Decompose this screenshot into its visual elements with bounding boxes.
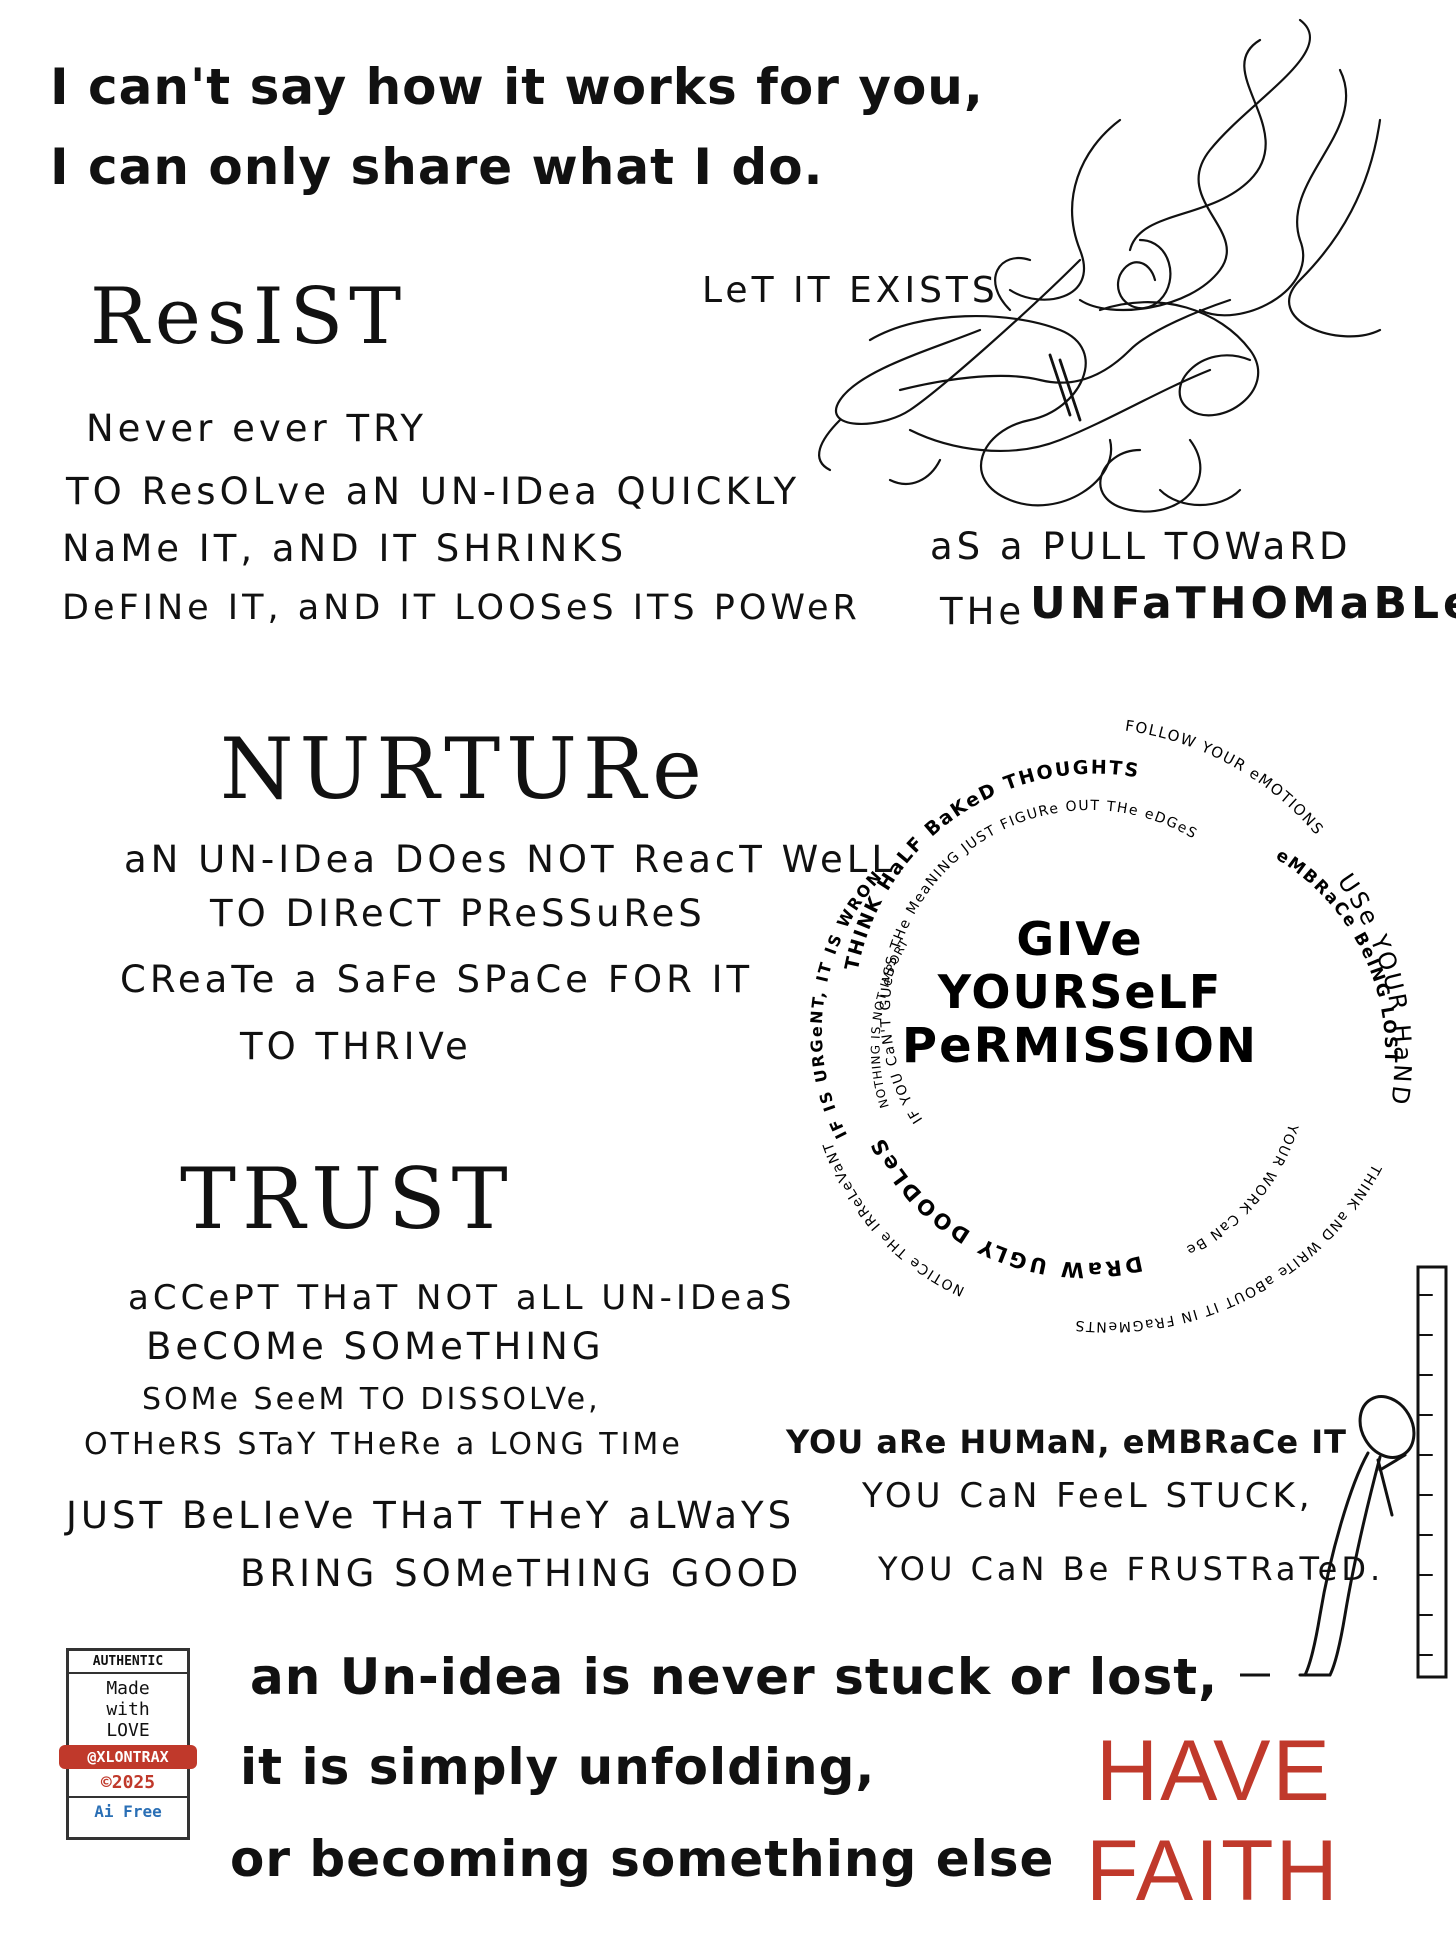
badge-copyright: ©2025 bbox=[69, 1769, 187, 1798]
trust-line-2: BeCOMe SOMeTHING bbox=[146, 1325, 605, 1368]
pull-line-2-prefix: THe bbox=[940, 590, 1026, 633]
human-line-1: YOU CaN FeeL STUCK, bbox=[862, 1476, 1314, 1516]
badge-made: Made bbox=[106, 1678, 150, 1699]
nurture-line-4: TO THRIVe bbox=[240, 1025, 472, 1068]
closing-line-2: it is simply unfolding, bbox=[240, 1738, 876, 1796]
permission-circle: THINK HaLF BaKeD THOUGHTS IF YOU CaN'T G… bbox=[740, 690, 1414, 1335]
pull-line-2-emphasis: UNFaTHOMaBLe bbox=[1030, 578, 1456, 629]
let-it-exist-label: LeT IT EXISTS bbox=[702, 270, 999, 311]
trust-line-4: OTHeRS STaY THeRe a LONG TIMe bbox=[84, 1427, 683, 1462]
have-faith-line-1: HAVE bbox=[1096, 1723, 1332, 1819]
have-faith-line-2: FAITH bbox=[1086, 1823, 1340, 1919]
tangle-drawing bbox=[818, 18, 1382, 513]
human-title: YOU aRe HUMaN, eMBRaCe IT bbox=[786, 1423, 1347, 1461]
closing-line-1: an Un-idea is never stuck or lost, bbox=[250, 1648, 1219, 1706]
nurture-line-3: CReaTe a SaFe SPaCe FOR IT bbox=[120, 958, 754, 1001]
resist-line-4: DeFINe IT, aND IT LOOSeS ITS POWeR bbox=[62, 588, 861, 628]
nurture-line-1: aN UN-IDea DOes NOT ReacT WeLL bbox=[124, 838, 896, 881]
resist-line-1: Never ever TRY bbox=[86, 407, 428, 450]
intro-line-2: I can only share what I do. bbox=[50, 138, 824, 196]
trust-line-6: BRING SOMeTHING GOOD bbox=[240, 1552, 803, 1595]
trust-heading: TRUST bbox=[180, 1150, 514, 1248]
badge-ai-free: Ai Free bbox=[94, 1802, 162, 1821]
trust-line-5: JUST BeLIeVe THaT THeY aLWaYS bbox=[66, 1494, 796, 1537]
closing-line-3: or becoming something else bbox=[230, 1830, 1055, 1888]
badge-with: with bbox=[106, 1699, 150, 1720]
permission-center-line-3: PeRMISSION bbox=[902, 1018, 1258, 1074]
trust-line-3: SOMe SeeM TO DISSOLVe, bbox=[142, 1382, 601, 1417]
permission-center-line-1: GIVe bbox=[1016, 912, 1143, 966]
nurture-line-2: TO DIReCT PReSSuReS bbox=[210, 892, 706, 935]
nurture-heading: NURTURe bbox=[220, 720, 708, 818]
badge-authentic: AUTHENTIC bbox=[69, 1651, 187, 1674]
trust-line-1: aCCePT THaT NOT aLL UN-IDeaS bbox=[128, 1278, 796, 1318]
resist-heading: ResIST bbox=[90, 272, 408, 362]
badge-handle: @XLONTRAX bbox=[59, 1745, 197, 1769]
pull-line-1: aS a PULL TOWaRD bbox=[930, 525, 1352, 568]
authentic-badge: AUTHENTIC Made with LOVE @XLONTRAX ©2025… bbox=[59, 1648, 197, 1840]
stick-figure-drawing bbox=[1240, 1265, 1448, 1679]
resist-line-3: NaMe IT, aND IT SHRINKS bbox=[62, 527, 628, 570]
badge-love: LOVE bbox=[106, 1720, 150, 1741]
intro-line-1: I can't say how it works for you, bbox=[50, 58, 984, 116]
resist-line-2: TO ResOLve aN UN-IDea QUICKLY bbox=[66, 470, 801, 513]
human-line-2: YOU CaN Be FRUSTRaTeD. bbox=[878, 1550, 1385, 1588]
permission-center-line-2: YOURSeLF bbox=[937, 965, 1223, 1019]
